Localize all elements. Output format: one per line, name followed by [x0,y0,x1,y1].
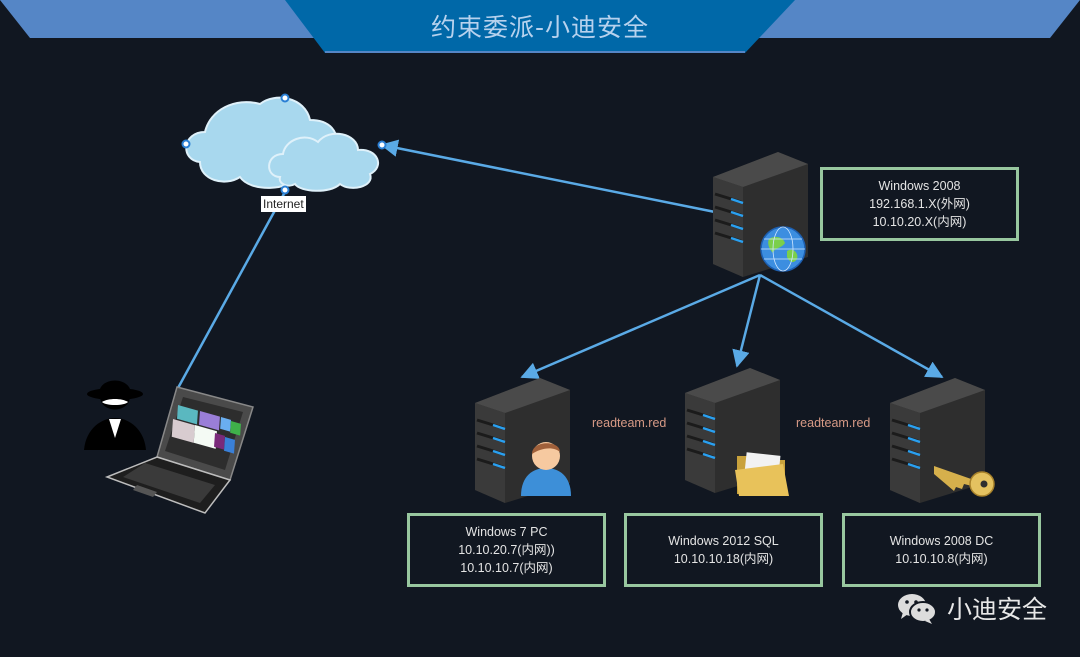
sql-info-box: Windows 2012 SQL 10.10.10.18(内网) [624,513,823,587]
gateway-server[interactable] [713,152,813,277]
internet-label: Internet [261,196,306,212]
pc-server[interactable] [475,378,575,503]
pc-info-box: Windows 7 PC 10.10.20.7(内网)) 10.10.10.7(… [407,513,606,587]
gateway-os: Windows 2008 [878,179,961,193]
pc-ip-2: 10.10.10.7(内网) [460,561,553,575]
link-gateway-sql [732,274,762,368]
gateway-internal-ip: 10.10.20.X(内网) [872,215,967,229]
dc-ip: 10.10.10.8(内网) [895,552,988,566]
folder-icon [735,452,789,496]
hacker-icon [84,380,146,450]
key-icon [934,466,995,497]
globe-icon [760,226,806,272]
sql-os: Windows 2012 SQL [668,534,779,548]
cloud-icon [181,93,387,195]
link-gateway-pc [520,273,761,379]
watermark-text: 小迪安全 [947,595,1048,624]
page-title: 约束委派-小迪安全 [430,13,650,42]
dc-server[interactable] [890,378,1000,503]
link-laptop-internet [176,191,287,389]
pc-os: Windows 7 PC [465,525,548,539]
cloud-handle-right [377,140,387,150]
gateway-external-ip: 192.168.1.X(外网) [869,197,970,211]
dc-os: Windows 2008 DC [889,534,994,548]
server-icon [890,378,985,503]
link-gateway-dc [759,273,944,379]
wechat-icon [898,594,937,624]
sql-ip: 10.10.10.18(内网) [673,552,774,566]
edge-label-pc-sql: readteam.red [592,416,667,430]
dc-info-box: Windows 2008 DC 10.10.10.8(内网) [842,513,1041,587]
banner-center-panel [285,0,795,53]
link-gateway-internet [380,139,716,214]
pc-ip-1: 10.10.20.7(内网)) [458,543,555,557]
watermark: 小迪安全 [897,590,1047,626]
gateway-info-box: Windows 2008 192.168.1.X(外网) 10.10.20.X(… [820,167,1019,241]
cloud-handle-top [280,93,290,103]
cloud-handle-left [181,139,191,149]
laptop-icon [104,386,254,514]
cloud-handle-bottom [280,185,290,195]
edge-label-sql-dc: readteam.red [796,416,871,430]
header-banner [0,0,1080,53]
sql-server[interactable] [685,368,795,498]
user-icon [521,442,571,496]
